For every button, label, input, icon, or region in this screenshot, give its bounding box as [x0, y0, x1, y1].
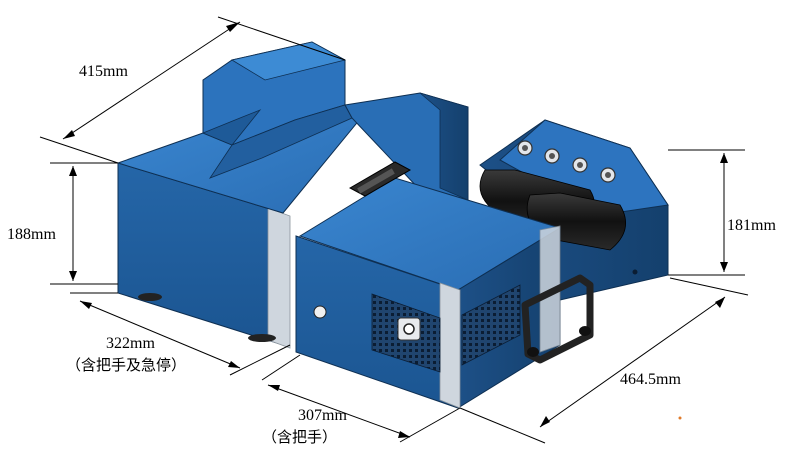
dimension-lines [39, 16, 749, 444]
dimension-464-5: 464.5mm [620, 371, 681, 388]
dimension-188: 188mm [7, 226, 56, 243]
dimension-307-note: （含把手） [262, 428, 338, 446]
right-unit [295, 119, 669, 409]
top-handle [348, 161, 412, 197]
left-unit [116, 41, 469, 349]
dimension-322-note: （含把手及急停） [66, 356, 187, 374]
dimension-415: 415mm [79, 63, 128, 80]
dimension-322: 322mm [106, 335, 155, 352]
stray-mark [678, 416, 682, 420]
dimension-arrows [63, 22, 728, 438]
adjustment-knobs [517, 140, 616, 183]
dimension-307: 307mm [298, 407, 347, 424]
dimension-181: 181mm [727, 217, 776, 234]
side-handle [521, 274, 594, 364]
